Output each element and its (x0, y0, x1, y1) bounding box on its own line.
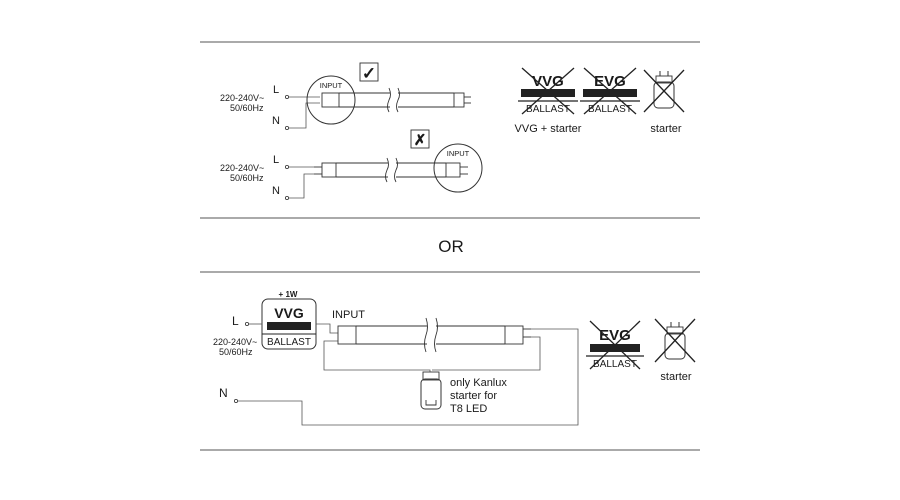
input-end-cap (445, 162, 461, 178)
starter-caption: starter (650, 123, 682, 135)
bottom-not-required-components: EVG BALLAST starter (586, 318, 696, 383)
neutral-terminal-label: N (272, 185, 280, 197)
diagram-correct-wiring: 220-240V~ 50/60Hz L N INPUT ✓ (220, 62, 471, 131)
starter-crossed-icon (643, 69, 685, 113)
cross-out-line (583, 67, 637, 115)
vvg-ballast-crossed-icon: VVG BALLAST (518, 67, 578, 115)
input-label: INPUT (332, 309, 365, 321)
ballast-word: BALLAST (588, 104, 632, 115)
cross-mark-icon: ✗ (414, 132, 427, 149)
frequency-label: 50/60Hz (219, 347, 253, 357)
vvg-title: VVG (274, 305, 304, 321)
tube-break-mark (387, 87, 400, 113)
tube-to-starter-wire (323, 340, 431, 372)
starter-cap (666, 326, 684, 335)
check-box (359, 62, 379, 82)
tube-input-cap (337, 325, 357, 345)
ballast-core (583, 89, 637, 97)
ballast-to-tube-wire (316, 323, 338, 334)
ballast-core (521, 89, 575, 97)
neutral-terminal-label: N (272, 115, 280, 127)
voltage-label: 220-240V~ (213, 337, 257, 347)
input-label: INPUT (320, 81, 343, 90)
neutral-return-wire (238, 328, 579, 426)
cross-out-line (521, 67, 575, 115)
ballast-core (267, 322, 311, 330)
tube-start-cap (321, 162, 337, 178)
not-required-components: VVG BALLAST EVG BALLAST VVG + starter st… (515, 67, 685, 135)
starter-note-line-2: starter for (450, 390, 497, 402)
voltage-label: 220-240V~ (220, 93, 264, 103)
neutral-terminal-label: N (219, 386, 228, 400)
tube-break-mark (424, 317, 438, 353)
frequency-label: 50/60Hz (230, 173, 264, 183)
evg-title: EVG (599, 327, 631, 344)
evg-title: EVG (594, 73, 626, 90)
evg-ballast-crossed-icon: EVG BALLAST (580, 67, 640, 115)
starter-caption: starter (660, 371, 692, 383)
check-mark-icon: ✓ (362, 64, 376, 83)
input-label: INPUT (447, 149, 470, 158)
starter-cap (422, 371, 440, 381)
cross-box (410, 129, 430, 149)
starter-contact (425, 400, 437, 406)
kanlux-led-starter-icon (420, 371, 442, 410)
neutral-wire (289, 102, 320, 129)
starter-note-line-3: T8 LED (450, 403, 487, 415)
tube-break-gap (390, 90, 398, 110)
ballast-word: BALLAST (267, 337, 311, 348)
vvg-title: VVG (532, 73, 564, 90)
line-terminal (244, 321, 249, 326)
tube-end-cap (504, 325, 524, 345)
tube-break-mark (385, 157, 398, 183)
line-terminal-label: L (273, 84, 279, 96)
neutral-terminal (284, 195, 289, 200)
line-terminal-label: L (232, 314, 239, 328)
starter-return-wire (432, 336, 541, 371)
input-end-highlight (433, 143, 483, 193)
starter-cap (655, 75, 673, 84)
ballast-core (590, 344, 640, 352)
tube-end-cap (453, 92, 465, 108)
neutral-terminal (233, 398, 238, 403)
starter-note-line-1: only Kanlux (450, 377, 507, 389)
cross-out-line (589, 320, 641, 370)
tube-break-gap (388, 160, 396, 180)
starter-body (664, 332, 686, 360)
tube-break-gap (427, 322, 436, 348)
input-end-highlight (306, 75, 356, 125)
vvg-starter-caption: VVG + starter (515, 123, 582, 135)
line-terminal (284, 95, 289, 100)
diagram-wrong-wiring: 220-240V~ 50/60Hz L N INPUT ✗ (220, 129, 483, 200)
ballast-word: BALLAST (593, 359, 637, 370)
neutral-terminal (284, 126, 289, 131)
diagram-vvg-ballast-wiring: L 220-240V~ 50/60Hz N + 1W VVG BALLAST I… (213, 290, 579, 426)
line-terminal (284, 164, 289, 169)
cross-out-line (643, 69, 685, 113)
evg-ballast-crossed-icon: EVG BALLAST (586, 320, 644, 370)
neutral-wire (289, 173, 314, 199)
starter-body (420, 378, 442, 410)
input-end-cap (321, 92, 340, 108)
frequency-label: 50/60Hz (230, 103, 264, 113)
power-note: + 1W (279, 290, 298, 299)
ballast-word: BALLAST (526, 104, 570, 115)
cross-out-line (654, 318, 696, 363)
starter-body (653, 81, 675, 109)
voltage-label: 220-240V~ (220, 163, 264, 173)
starter-crossed-icon (654, 318, 696, 363)
or-divider-label: OR (438, 237, 464, 256)
line-terminal-label: L (273, 154, 279, 166)
